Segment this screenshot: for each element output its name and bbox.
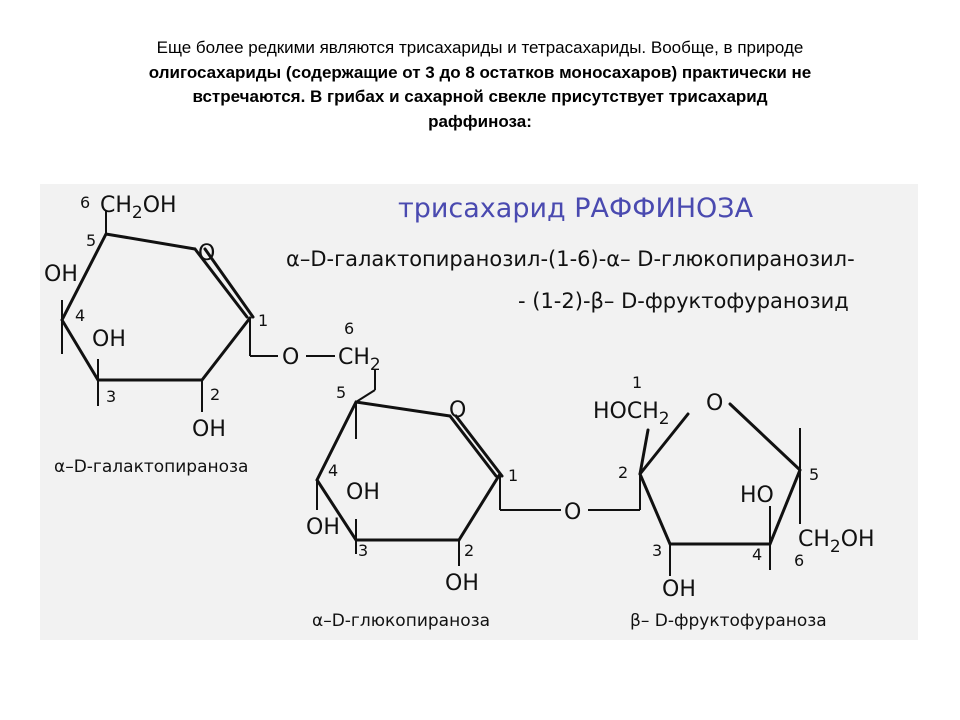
galactose-c2-oh: OH xyxy=(192,417,226,442)
glucose-caption: α–D-глюкопираноза xyxy=(312,611,490,631)
galactose-num-3: 3 xyxy=(106,387,116,406)
galactose-c4-oh: OH xyxy=(44,262,78,287)
glucose-num-4: 4 xyxy=(328,461,338,480)
linker-1-6: O 6 CH2 xyxy=(282,319,381,403)
linker-1-2-oxygen: O xyxy=(564,500,581,525)
linker-1-6-num-6: 6 xyxy=(344,319,354,338)
galactose-num-5: 5 xyxy=(86,231,96,250)
galactose-num-1: 1 xyxy=(258,311,268,330)
galactose-num-2: 2 xyxy=(210,385,220,404)
systematic-name-line-2: - (1-2)-β– D-фруктофуранозид xyxy=(518,289,849,313)
glucose-num-1: 1 xyxy=(508,466,518,485)
intro-line-1: Еще более редкими являются трисахариды и… xyxy=(156,38,804,57)
fructose-ring: 1 HOCH2 O 2 5 HO CH2OH 6 3 4 OH β– D-фру… xyxy=(593,373,875,631)
intro-line-4: раффиноза: xyxy=(428,111,532,131)
fructose-num-5: 5 xyxy=(809,465,819,484)
intro-line-3: встречаются. В грибах и сахарной свекле … xyxy=(192,87,768,106)
galactose-c3-oh: OH xyxy=(92,327,126,352)
fructose-num-4: 4 xyxy=(752,545,762,564)
fructose-num-1: 1 xyxy=(632,373,642,392)
intro-line-2: олигосахариды (содержащие от 3 до 8 оста… xyxy=(148,62,812,82)
fructose-hoch2: HOCH2 xyxy=(593,399,670,429)
fructose-c4-ho: HO xyxy=(740,483,774,508)
fructose-c2-c1-bond xyxy=(638,428,650,476)
glucose-ring-oxygen: O xyxy=(449,398,466,423)
glucose-num-2: 2 xyxy=(464,541,474,560)
glucose-num-5: 5 xyxy=(336,383,346,402)
glucose-c2-oh: OH xyxy=(445,571,479,596)
fructose-ring-oxygen: O xyxy=(706,391,723,416)
fructose-ring-bonds xyxy=(638,402,802,546)
systematic-name-line-1: α–D-галактопиранозил-(1-6)-α– D-глюкопир… xyxy=(286,247,855,271)
fructose-num-6: 6 xyxy=(794,551,804,570)
glucose-num-3: 3 xyxy=(358,541,368,560)
fructose-caption: β– D-фруктофураноза xyxy=(630,611,827,631)
glucose-c4-oh: OH xyxy=(306,515,340,540)
galactose-ch2oh: CH2OH xyxy=(100,193,177,223)
galactose-num-4: 4 xyxy=(75,306,85,325)
fructose-num-2: 2 xyxy=(618,463,628,482)
linker-1-6-oxygen: O xyxy=(282,345,299,370)
linker-1-2: O xyxy=(564,474,641,525)
linker-1-6-to-glucose-c5 xyxy=(355,389,376,403)
fructose-c3-oh: OH xyxy=(662,577,696,602)
fructose-num-3: 3 xyxy=(652,541,662,560)
raffinose-structure-figure: трисахарид РАФФИНОЗА α–D-галактопиранози… xyxy=(40,184,918,640)
raffinose-structure-diagram: трисахарид РАФФИНОЗА α–D-галактопиранози… xyxy=(44,193,875,631)
fructose-ch2oh: CH2OH xyxy=(798,527,875,557)
galactose-ring-bonds xyxy=(60,232,255,382)
galactose-caption: α–D-галактопираноза xyxy=(54,457,248,477)
glucose-ring-bonds xyxy=(315,400,504,542)
figure-title: трисахарид РАФФИНОЗА xyxy=(398,193,754,224)
glucose-c3-oh: OH xyxy=(346,480,380,505)
galactose-num-6: 6 xyxy=(80,193,90,212)
galactose-ring-oxygen: O xyxy=(198,241,215,266)
galactose-ring: 6 CH2OH O 5 OH 4 OH 3 2 OH 1 α–D-галакто… xyxy=(44,193,278,477)
glucose-ring: 5 O 4 OH OH 3 2 OH 1 α–D-глюкопираноза xyxy=(306,383,561,631)
intro-text: Еще более редкими являются трисахариды и… xyxy=(60,36,900,134)
